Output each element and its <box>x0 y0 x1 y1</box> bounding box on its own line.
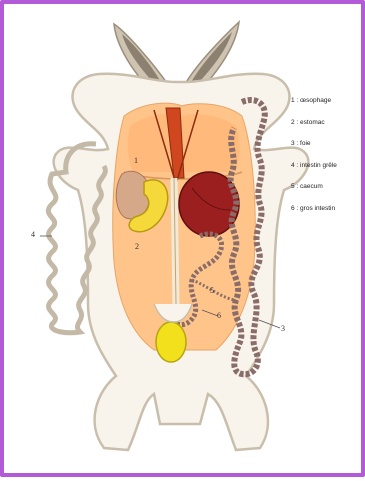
legend-text: intestin grêle <box>300 162 337 169</box>
label-cecum: 5 <box>210 286 214 295</box>
label-stomach: 2 <box>135 242 139 251</box>
legend-text: caecum <box>300 183 323 190</box>
legend-text: estomac <box>300 119 325 126</box>
legend-item: 5 : caecum <box>291 176 365 198</box>
legend-item: 3 : foie <box>291 133 365 155</box>
legend-item: 6 : gros intestin <box>291 198 365 220</box>
chest-cavity <box>128 114 240 172</box>
bladder <box>156 322 186 362</box>
legend-text: gros intestin <box>300 205 335 212</box>
label-small-intestine: 4 <box>31 230 35 239</box>
digestive-system-diagram <box>4 4 365 481</box>
label-esophagus: 1 <box>134 156 138 165</box>
legend-text: œsophage <box>300 97 331 104</box>
legend-item: 4 : intestin grêle <box>291 155 365 177</box>
legend-text: foie <box>300 140 310 147</box>
legend-item: 2 : estomac <box>291 112 365 134</box>
label-colon: 3 <box>281 324 285 333</box>
label-large-intestine: 6 <box>217 311 221 320</box>
legend-item: 1 : œsophage <box>291 90 365 112</box>
